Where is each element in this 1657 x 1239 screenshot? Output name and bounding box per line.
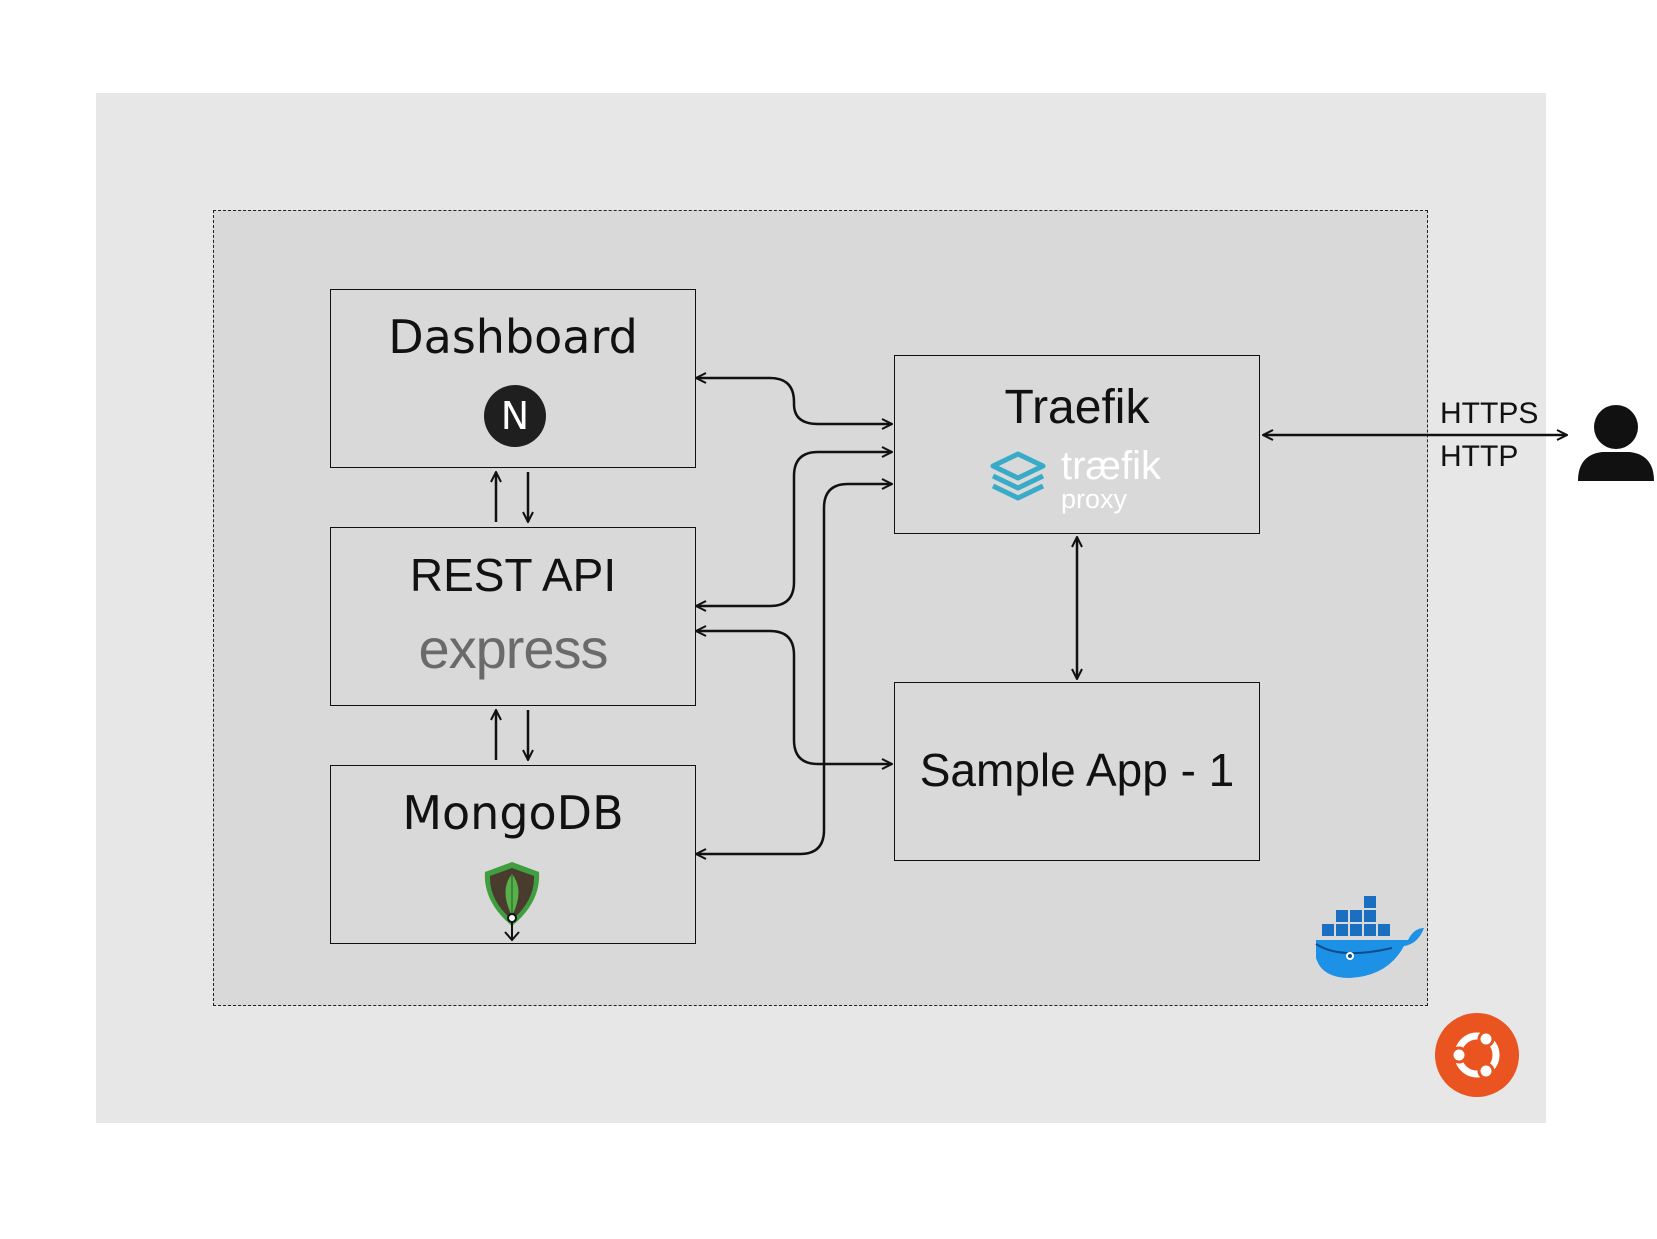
arrow-restapi-sampleapp — [696, 631, 892, 764]
arrow-dashboard-traefik — [696, 378, 892, 424]
arrow-restapi-traefik — [696, 452, 892, 606]
user-icon — [1578, 405, 1654, 481]
mongodb-leaf-icon — [484, 862, 540, 942]
ubuntu-icon — [1435, 1013, 1519, 1097]
nextjs-icon: N — [484, 385, 546, 447]
traefik-wordmark: træfik — [1061, 444, 1161, 488]
sample-app-service-box: Sample App - 1 — [894, 682, 1260, 861]
mongodb-service-box: MongoDB — [330, 765, 696, 944]
nextjs-letter: N — [501, 394, 529, 438]
traefik-icon — [990, 451, 1046, 501]
rest-api-title: REST API — [409, 549, 617, 601]
traefik-wordmark-sub: proxy — [1061, 484, 1128, 514]
express-logo: express — [418, 617, 608, 680]
mongodb-title: MongoDB — [402, 786, 624, 840]
http-label: HTTP — [1440, 440, 1519, 473]
https-label: HTTPS — [1440, 397, 1539, 430]
sample-app-title: Sample App - 1 — [919, 744, 1235, 796]
dashboard-service-box: Dashboard N — [330, 289, 696, 468]
docker-whale-icon — [1315, 896, 1424, 978]
traefik-service-box: Traefik træfik proxy — [894, 355, 1260, 534]
dashboard-title: Dashboard — [388, 310, 638, 364]
traefik-title: Traefik — [1004, 381, 1150, 434]
